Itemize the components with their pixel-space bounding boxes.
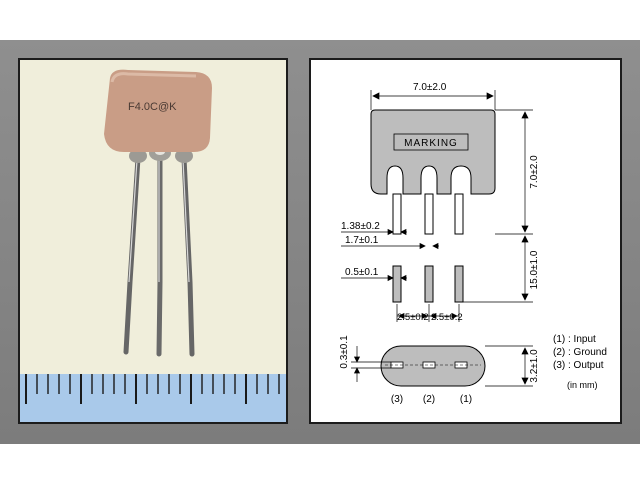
part-marking: F4.0C@K xyxy=(128,101,177,113)
legend-input: (1) : Input xyxy=(553,334,596,345)
dim-lead-width xyxy=(341,274,407,282)
legend-ground: (2) : Ground xyxy=(553,347,607,358)
pin-number-1: (1) xyxy=(460,394,472,405)
dim-lead-thickness-label: 0.3±0.1 xyxy=(339,335,350,369)
ruler xyxy=(20,374,286,422)
photo-illustration: F4.0C@K xyxy=(104,69,212,357)
pin-number-2: (2) xyxy=(423,394,435,405)
drawing-svg: MARKING 7.0±2.0 7.0±2.0 xyxy=(339,82,607,405)
drawing-body xyxy=(370,109,496,195)
dim-lead-thickness xyxy=(351,346,391,382)
dim-height xyxy=(495,109,533,235)
dim-width-label: 7.0±2.0 xyxy=(413,82,447,93)
component-leads xyxy=(123,155,195,357)
component-body xyxy=(104,69,212,152)
dim-lead-gap xyxy=(341,242,439,250)
component-photo: F4.0C@K xyxy=(18,58,288,424)
dim-pitch-left-label: 2.5±0.2 xyxy=(397,312,429,323)
drawing-upper-leads xyxy=(392,193,464,235)
bottom-view xyxy=(380,345,486,387)
dim-lead-length-label: 15.0±1.0 xyxy=(529,250,540,289)
dim-lead-length xyxy=(463,235,533,303)
legend-output: (3) : Output xyxy=(553,360,604,371)
dim-height-label: 7.0±2.0 xyxy=(529,155,540,189)
marking-label: MARKING xyxy=(404,138,458,149)
pin-number-3: (3) xyxy=(391,394,403,405)
ruler-ticks xyxy=(25,374,280,404)
units-note: (in mm) xyxy=(567,380,598,390)
dim-lead-gap-wide xyxy=(341,228,407,236)
dim-lead-gap-label: 1.7±0.1 xyxy=(345,235,379,246)
dim-body-thickness-label: 3.2±1.0 xyxy=(529,349,540,383)
drawing-lower-leads xyxy=(392,265,464,303)
dim-body-thickness xyxy=(485,345,533,387)
dim-pitch xyxy=(396,304,460,322)
dim-lead-gap-wide-label: 1.38±0.2 xyxy=(341,221,380,232)
dim-pitch-right-label: 2.5±0.2 xyxy=(431,312,463,323)
dimension-drawing: MARKING 7.0±2.0 7.0±2.0 xyxy=(309,58,622,424)
dim-width xyxy=(370,90,496,110)
dim-lead-width-label: 0.5±0.1 xyxy=(345,267,379,278)
